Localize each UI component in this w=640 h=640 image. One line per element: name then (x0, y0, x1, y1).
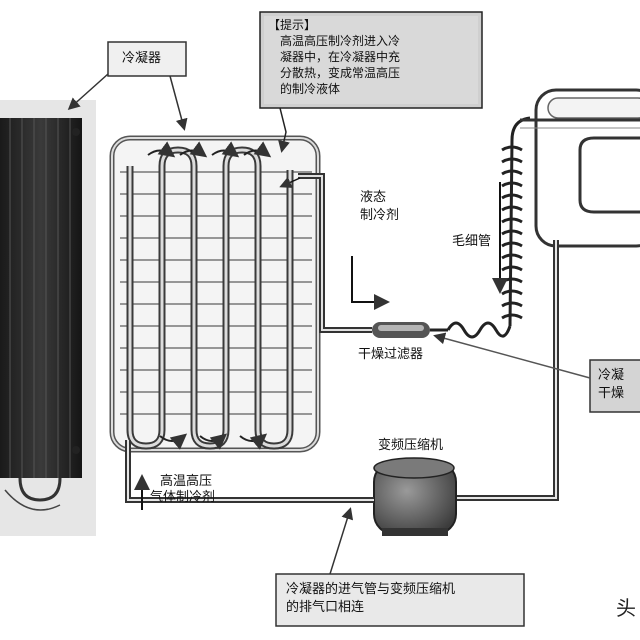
condenser-label: 冷凝器 (122, 51, 162, 66)
right-box-line-1: 冷凝 (598, 368, 625, 383)
dryer-filter-label: 干燥过滤器 (358, 347, 424, 362)
liquid-label-line-1: 液态 (360, 190, 387, 205)
capillary-coil (430, 116, 531, 339)
tip-box-line-2: 凝器中，在冷凝器中充 (280, 50, 401, 64)
dryer-filter (372, 322, 430, 338)
tip-box-title: 【提示】 (268, 18, 317, 32)
hot-gas-label-line-1: 高温高压 (160, 474, 213, 489)
watermark: 头 (616, 596, 636, 620)
right-label-pointer (433, 332, 591, 379)
discharge-line (125, 440, 374, 510)
tip-box-line-4: 的制冷液体 (280, 82, 341, 96)
note-box-line-1: 冷凝器的进气管与变频压缩机 (286, 582, 456, 597)
evaporator (520, 88, 640, 248)
right-label-shape (589, 359, 640, 413)
condenser-label-shape (107, 41, 187, 77)
condenser-grid (109, 135, 321, 453)
tip-box-shape (259, 11, 483, 109)
liquid-label-line-2: 制冷剂 (360, 208, 400, 223)
tip-box-line-1: 高温高压制冷剂进入冷 (280, 34, 401, 48)
condenser-label-pointer-right (169, 75, 188, 131)
compressor (373, 457, 457, 536)
note-box-line-2: 的排气口相连 (286, 600, 365, 615)
condenser-photo (0, 100, 96, 536)
note-box-shape (275, 573, 525, 627)
capillary-label: 毛细管 (452, 234, 492, 249)
liquid-line (279, 173, 372, 333)
compressor-label: 变频压缩机 (378, 438, 444, 453)
note-box-pointer (329, 507, 354, 575)
suction-line (456, 240, 559, 501)
hot-gas-label-line-2: 气体制冷剂 (150, 490, 216, 505)
liquid-flow-arrow (351, 256, 390, 310)
tip-box-line-3: 分散热，变成常温高压 (280, 66, 401, 80)
tip-box-pointer (278, 107, 290, 153)
condenser-label-pointer-left (67, 73, 109, 111)
right-box-line-2: 干燥 (598, 386, 625, 401)
